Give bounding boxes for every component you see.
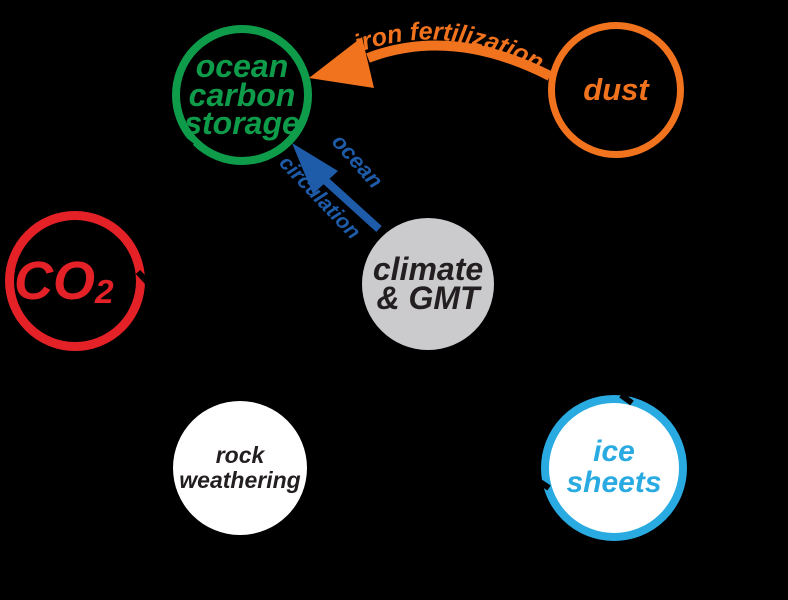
node-ocean-carbon-storage: ocean carbon storage: [172, 25, 312, 165]
node-dust: dust: [548, 22, 684, 158]
label-line: sheets: [566, 466, 662, 499]
node-ocean-carbon-storage-label: ocean carbon storage: [180, 47, 304, 142]
label-line: ocean: [195, 47, 289, 84]
iron-fertilization-label: iron fertilization: [350, 17, 548, 76]
node-rock-weathering-label: rock weathering: [173, 441, 307, 494]
label-line: rock: [215, 441, 265, 468]
label-line: weathering: [179, 467, 301, 493]
label-line: & GMT: [376, 280, 480, 316]
iron-fertilization-label-text: iron fertilization: [350, 17, 548, 76]
label-line: dust: [583, 72, 649, 107]
label-line: carbon: [188, 76, 296, 113]
ocean-circulation-arrow-shaft: [323, 178, 382, 232]
iron-fertilization-arrow: iron fertilization: [309, 17, 553, 88]
ocean-circulation-label-word2: circulation: [275, 151, 365, 243]
co2-formula-subscript: 2: [95, 274, 114, 312]
label-line: storage: [184, 105, 300, 142]
label-line: climate: [372, 250, 484, 287]
iron-fertilization-arrowhead-icon: [309, 37, 374, 88]
co2-formula-main: CO: [14, 251, 95, 311]
ocean-circulation-arrowhead-icon: [292, 143, 338, 194]
node-dust-label: dust: [555, 72, 677, 108]
node-rock-weathering: rock weathering: [173, 401, 307, 535]
node-co2: CO 2: [5, 211, 145, 351]
iron-fertilization-arrow-shaft: [366, 40, 553, 81]
node-climate-gmt-label: climate & GMT: [362, 250, 494, 316]
node-ice-sheets-label: ice sheets: [549, 437, 679, 498]
node-co2-label: CO 2: [14, 251, 136, 312]
node-ice-sheets: ice sheets: [541, 395, 687, 541]
label-line: ice: [593, 435, 635, 469]
ocean-circulation-label-word1: ocean: [327, 129, 388, 193]
ocean-circulation-arrow: ocean circulation: [275, 129, 389, 244]
node-climate-gmt: climate & GMT: [362, 218, 494, 350]
